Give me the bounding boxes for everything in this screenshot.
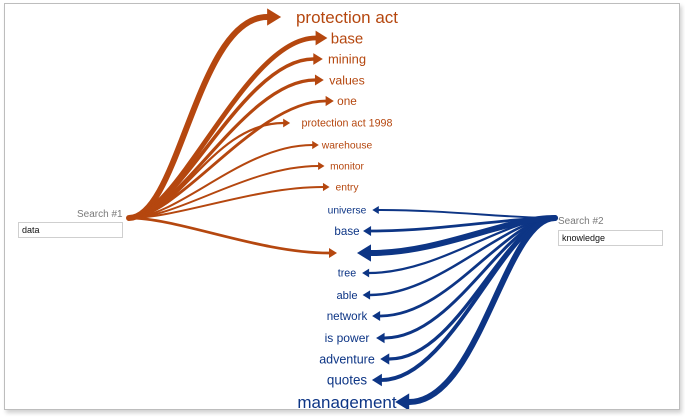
search2-shared-arrowhead bbox=[357, 244, 371, 262]
search2-universe-link bbox=[377, 209, 556, 219]
search2-is-power-arrowhead bbox=[376, 332, 385, 344]
search1-warehouse-link bbox=[127, 143, 314, 220]
search1-entry-arrowhead bbox=[322, 182, 330, 192]
search1-term-protection-act-1998[interactable]: protection act 1998 bbox=[302, 118, 393, 130]
search2-input[interactable] bbox=[558, 230, 663, 246]
search2-quotes-arrowhead bbox=[371, 373, 382, 387]
search1-term-one[interactable]: one bbox=[337, 95, 357, 108]
search1-shared-arrowhead bbox=[329, 248, 337, 258]
search2-management-link bbox=[406, 215, 558, 405]
search1-monitor-arrowhead bbox=[318, 162, 325, 170]
search1-shared-link bbox=[127, 216, 331, 255]
search2-management-arrowhead bbox=[395, 393, 410, 409]
search2-term-universe[interactable]: universe bbox=[328, 206, 367, 217]
search2-term-network[interactable]: network bbox=[327, 310, 368, 323]
search1-entry-link bbox=[127, 185, 324, 220]
search1-term-values[interactable]: values bbox=[329, 73, 365, 87]
search2-tree-arrowhead bbox=[362, 268, 370, 278]
visualization-frame: protection act base mining values one protect… bbox=[4, 3, 680, 410]
search2-term-adventure[interactable]: adventure bbox=[319, 352, 375, 366]
search1-values-arrowhead bbox=[314, 74, 324, 86]
search2-base-arrowhead bbox=[363, 226, 372, 236]
search1-warehouse-arrowhead bbox=[312, 140, 319, 150]
search2-term-management[interactable]: management bbox=[297, 393, 397, 409]
search2-adventure-arrowhead bbox=[380, 353, 390, 365]
term-graph: protection act base mining values one protect… bbox=[126, 8, 558, 409]
search1-term-base[interactable]: base bbox=[331, 30, 364, 47]
search1-term-mining[interactable]: mining bbox=[328, 52, 366, 67]
search1-protection-act-1998-arrowhead bbox=[283, 118, 291, 128]
search1-term-warehouse[interactable]: warehouse bbox=[321, 141, 373, 152]
search1-mining-arrowhead bbox=[313, 53, 323, 65]
search2-term-is-power[interactable]: is power bbox=[325, 331, 370, 345]
search2-adventure-link bbox=[387, 216, 557, 361]
search1-results: protection act base mining values one protect… bbox=[126, 8, 398, 221]
search2-results: universe base tree able network is power adven… bbox=[297, 205, 558, 409]
search1-protection-act-1998-link bbox=[127, 121, 285, 220]
search1-base-arrowhead bbox=[315, 30, 328, 46]
search1-one-arrowhead bbox=[325, 95, 334, 107]
search1-term-protection-act[interactable]: protection act bbox=[296, 8, 398, 27]
search1-term-entry[interactable]: entry bbox=[336, 183, 360, 194]
search2-universe-arrowhead bbox=[372, 205, 379, 215]
search2-term-base[interactable]: base bbox=[334, 225, 359, 238]
search2-shared-link bbox=[368, 215, 558, 256]
search1-label: Search #1 bbox=[77, 209, 123, 220]
search1-protection-act-arrowhead bbox=[267, 8, 282, 26]
search1-input[interactable] bbox=[18, 222, 123, 238]
search1-term-monitor[interactable]: monitor bbox=[330, 162, 364, 173]
search2-able-arrowhead bbox=[362, 290, 371, 300]
search2-term-quotes[interactable]: quotes bbox=[327, 373, 368, 388]
search2-term-able[interactable]: able bbox=[336, 290, 357, 302]
search2-term-tree[interactable]: tree bbox=[338, 268, 356, 280]
search2-label: Search #2 bbox=[558, 216, 604, 227]
shared-target bbox=[127, 215, 558, 262]
search2-network-arrowhead bbox=[372, 311, 381, 321]
